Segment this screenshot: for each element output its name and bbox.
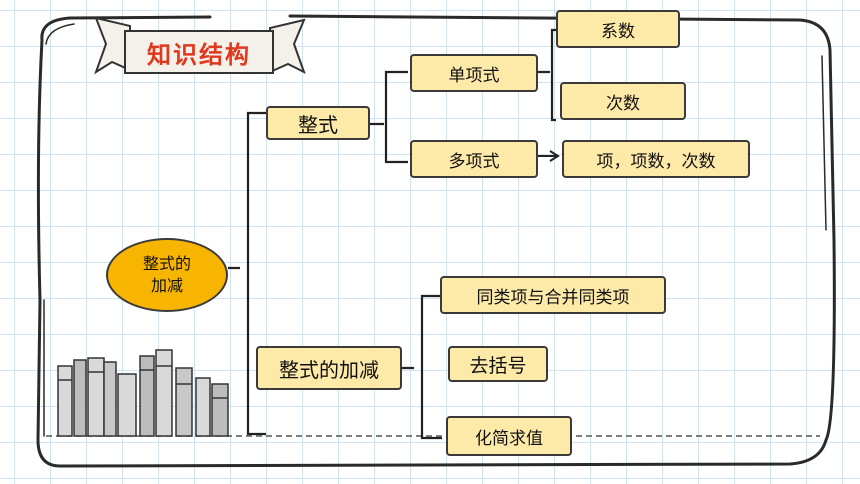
node-qukuohao: 去括号 xyxy=(448,346,548,382)
title-ribbon xyxy=(94,16,306,75)
node-duoxiangshi: 多项式 xyxy=(410,140,538,178)
books-decoration xyxy=(57,349,229,437)
node-cishu: 次数 xyxy=(560,82,686,120)
node-danxiangshi: 单项式 xyxy=(410,54,538,92)
node-xishu: 系数 xyxy=(556,10,680,48)
root-label-line2: 加减 xyxy=(150,276,183,295)
connector-root xyxy=(228,111,266,436)
connector-duoxiangshi-arrow xyxy=(538,150,560,162)
connector-danxiangshi xyxy=(538,28,556,122)
node-xiang-xiangshu-cishu: 项，项数，次数 xyxy=(562,140,750,178)
title-banner: 知识结构 xyxy=(124,30,274,74)
page-title: 知识结构 xyxy=(147,40,251,69)
frame-border xyxy=(36,14,836,468)
connector-zhengshi xyxy=(370,70,408,164)
node-zhengshi: 整式 xyxy=(266,106,370,140)
node-huajian: 化简求值 xyxy=(446,416,572,456)
node-zhengshi-jiajian: 整式的加减 xyxy=(256,346,402,390)
node-tonglei: 同类项与合并同类项 xyxy=(440,276,666,314)
connector-zhengshi-jiajian xyxy=(402,294,442,440)
root-node: 整式的 加减 xyxy=(106,238,228,312)
root-label-line1: 整式的 xyxy=(142,254,191,273)
